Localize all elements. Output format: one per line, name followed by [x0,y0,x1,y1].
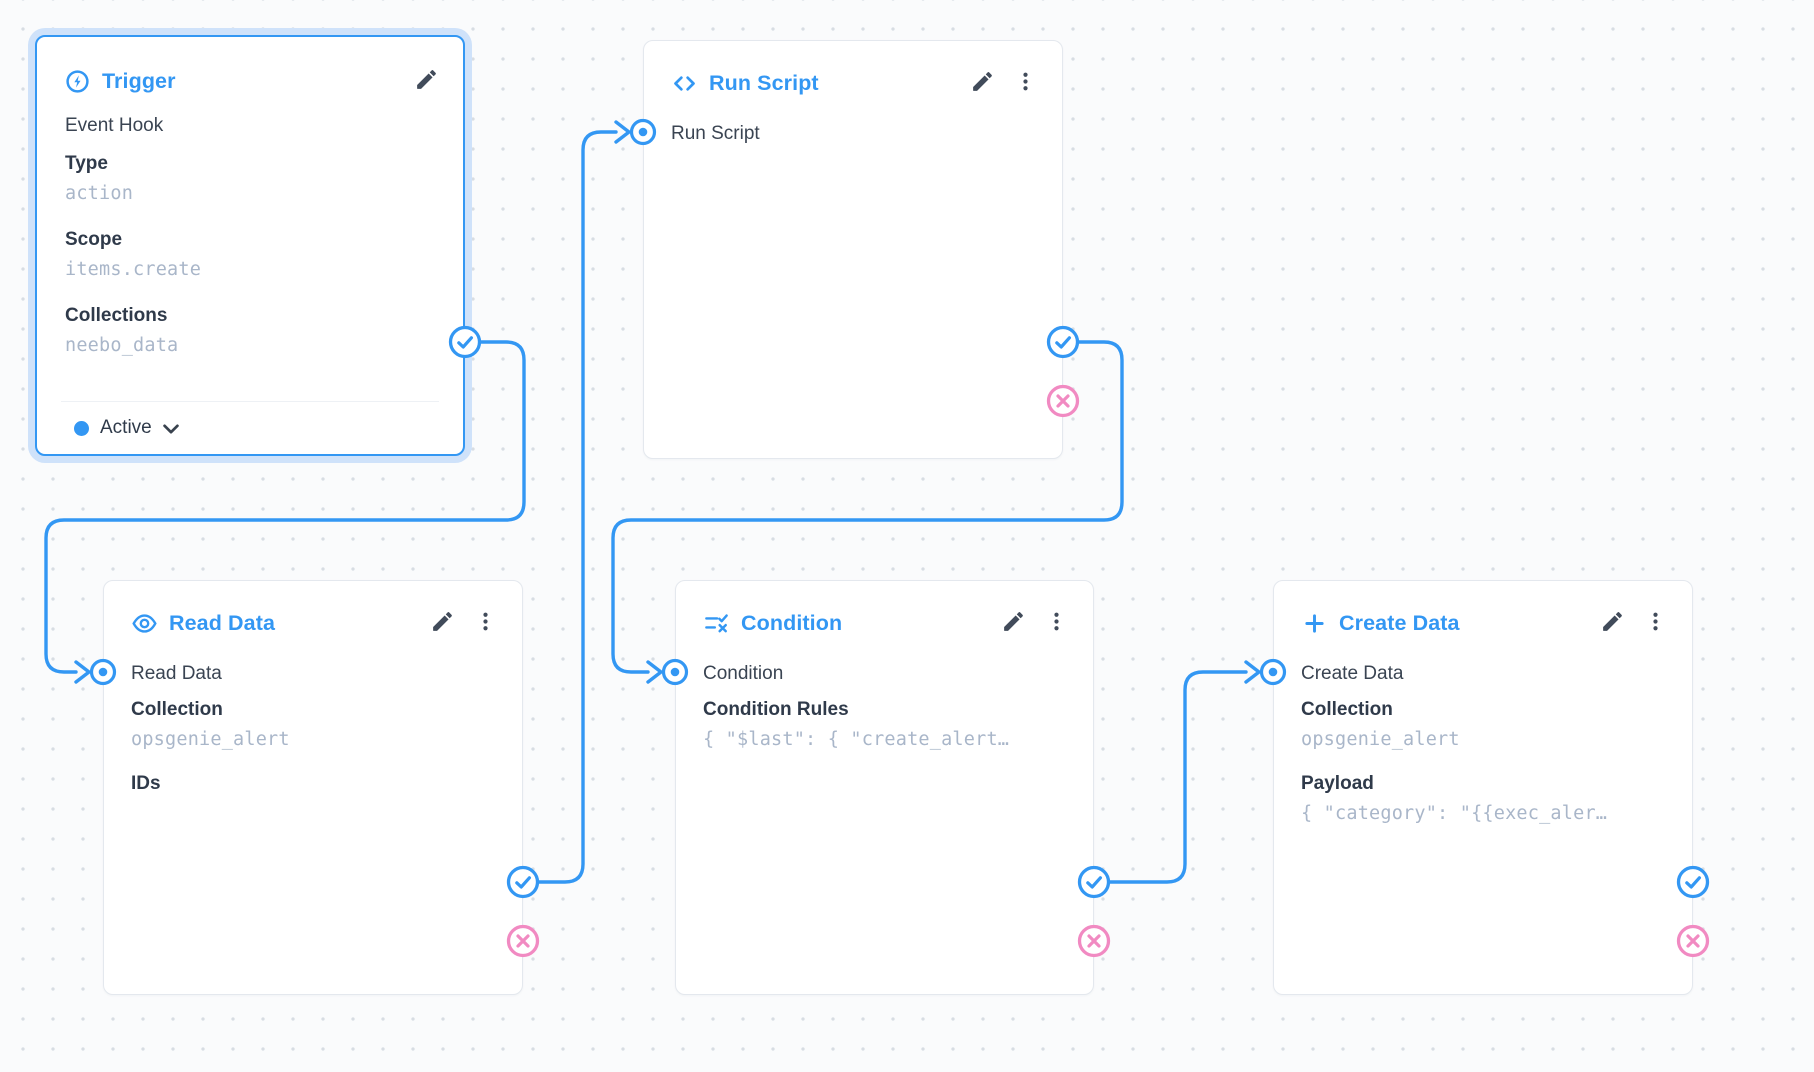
collection-value: opsgenie_alert [131,729,290,750]
node-read-data[interactable]: Read Data Read Data Collection opsgenie_… [103,580,523,995]
node-create-data-header: Create Data [1301,607,1668,639]
pencil-icon [414,67,439,95]
input-label: Condition [703,663,784,684]
node-trigger-header: Trigger [64,65,439,97]
condition-rules-label: Condition Rules [703,699,849,720]
more-menu-button[interactable] [1043,610,1069,636]
status-dot [74,420,89,436]
plus-icon [1301,610,1328,637]
edit-button[interactable] [429,610,455,636]
node-trigger[interactable]: Trigger Event Hook Type action Scope ite… [35,35,465,456]
more-menu-button[interactable] [1012,70,1038,96]
node-title: Run Script [709,70,819,95]
node-read-data-header: Read Data [131,607,498,639]
node-condition[interactable]: Condition Condition Condition Rules { "$… [675,580,1094,995]
edit-button[interactable] [1599,610,1625,636]
collection-label: Collection [131,699,223,720]
ids-label: IDs [131,773,161,794]
node-title: Trigger [102,68,176,93]
kebab-menu-icon [474,610,497,636]
rule-icon [703,610,730,637]
kebab-menu-icon [1045,610,1068,636]
node-create-data[interactable]: Create Data Create Data Collection opsge… [1273,580,1693,995]
input-label: Create Data [1301,663,1404,684]
eye-icon [131,610,158,637]
collections-label: Collections [65,305,168,326]
edge-read-data-to-run-script [535,130,618,884]
payload-label: Payload [1301,773,1374,794]
more-menu-button[interactable] [472,610,498,636]
type-value: action [65,183,134,204]
type-label: Type [65,153,108,174]
condition-rules-value: { "$last": { "create_alert… [703,729,1010,750]
status-label: Active [100,417,152,438]
input-label: Read Data [131,663,222,684]
kebab-menu-icon [1014,70,1037,96]
pencil-icon [1001,609,1026,637]
collection-value: opsgenie_alert [1301,729,1460,750]
edge-run-script-to-condition-arrowhead [646,660,663,684]
kebab-menu-icon [1644,610,1667,636]
scope-label: Scope [65,229,123,250]
code-icon [671,70,698,97]
edit-button[interactable] [969,70,995,96]
pencil-icon [970,69,995,97]
edge-read-data-to-run-script-arrowhead [614,120,631,144]
input-label: Run Script [671,123,760,144]
collection-label: Collection [1301,699,1393,720]
edge-condition-to-create-data-arrowhead [1244,660,1261,684]
payload-value: { "category": "{{exec_aler… [1301,803,1608,824]
pencil-icon [1600,609,1625,637]
node-title: Condition [741,610,843,635]
edge-trigger-to-read-data-arrowhead [74,660,91,684]
node-run-script[interactable]: Run Script Run Script [643,40,1063,459]
node-condition-header: Condition [703,607,1069,639]
pencil-icon [430,609,455,637]
bolt-circle-icon [64,68,91,95]
chevron-down-icon [162,421,179,439]
node-title: Create Data [1339,610,1460,635]
trigger-type-value: Event Hook [65,115,164,136]
scope-value: items.create [65,259,202,280]
more-menu-button[interactable] [1642,610,1668,636]
node-title: Read Data [169,610,276,635]
edit-button[interactable] [413,68,439,94]
edge-condition-to-create-data [1106,670,1248,884]
edit-button[interactable] [1000,610,1026,636]
node-run-script-header: Run Script [671,67,1038,99]
collections-value: neebo_data [65,335,179,356]
status-dropdown[interactable]: Active [37,402,463,454]
